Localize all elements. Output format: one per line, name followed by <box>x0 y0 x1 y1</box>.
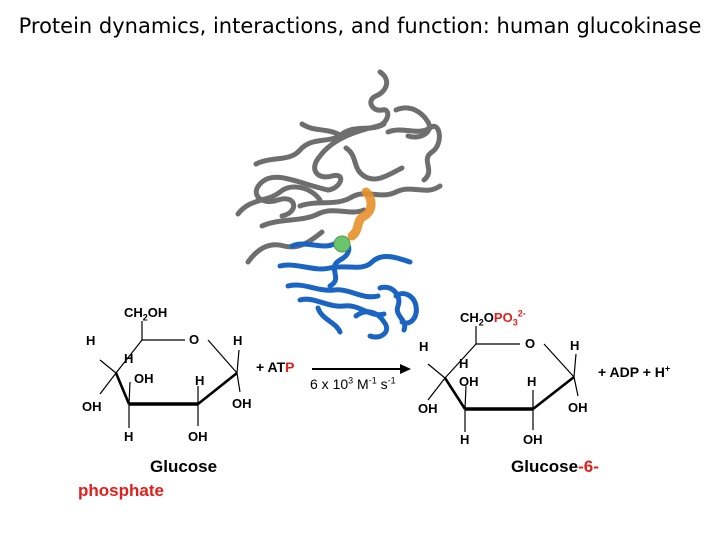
glucose-h-c1: H <box>233 333 243 348</box>
glucose-h-bottom: H <box>124 429 134 444</box>
g6p-h-c2: H <box>527 374 537 389</box>
g6p-ch2opo3-label: CH2OPO32- <box>460 308 526 328</box>
g6p-h-c5: H <box>419 339 429 354</box>
g6p-ring-oxygen: O <box>525 336 536 351</box>
glucose-oh-c3: OH <box>82 399 102 414</box>
reaction-arrow <box>312 364 411 374</box>
glucose-ch2oh-label: CH2OH <box>124 305 168 323</box>
g6p-oh-c4: OH <box>459 374 479 389</box>
ligand-sphere <box>333 235 351 253</box>
g6p-h-bottom: H <box>460 432 470 447</box>
g6p-oh-bottom: OH <box>523 432 543 447</box>
rate-constant: 6 x 103 M-1 s-1 <box>310 375 396 392</box>
glucose-ring <box>99 321 241 428</box>
small-domain-ribbon <box>277 239 419 340</box>
orange-helix <box>347 187 376 241</box>
large-domain-ribbon <box>235 69 443 265</box>
glucose-oh-c1: OH <box>232 396 252 411</box>
glucose-oh-c4: OH <box>134 371 154 386</box>
g6p-h-c1: H <box>570 338 580 353</box>
g6p-oh-c3: OH <box>418 401 438 416</box>
glucose-h-c5: H <box>86 333 96 348</box>
glucose-ring-oxygen: O <box>189 332 200 347</box>
glucose-h-c2: H <box>195 373 205 388</box>
byproducts-label: + ADP + H+ <box>598 363 671 380</box>
glucose-h-c4: H <box>124 351 134 366</box>
slide-title: Protein dynamics, interactions, and func… <box>18 14 702 38</box>
glucose-oh-bottom: OH <box>188 429 208 444</box>
g6p-oh-c1: OH <box>568 400 588 415</box>
g6p-name: Glucose-6- <box>511 457 599 476</box>
atp-reagent: + ATP <box>256 359 295 375</box>
glucose-name: Glucose <box>150 457 218 476</box>
g6p-name-continuation: phosphate <box>78 481 164 500</box>
glucose-6-phosphate-ring <box>427 326 579 432</box>
g6p-h-c4: H <box>459 356 469 371</box>
